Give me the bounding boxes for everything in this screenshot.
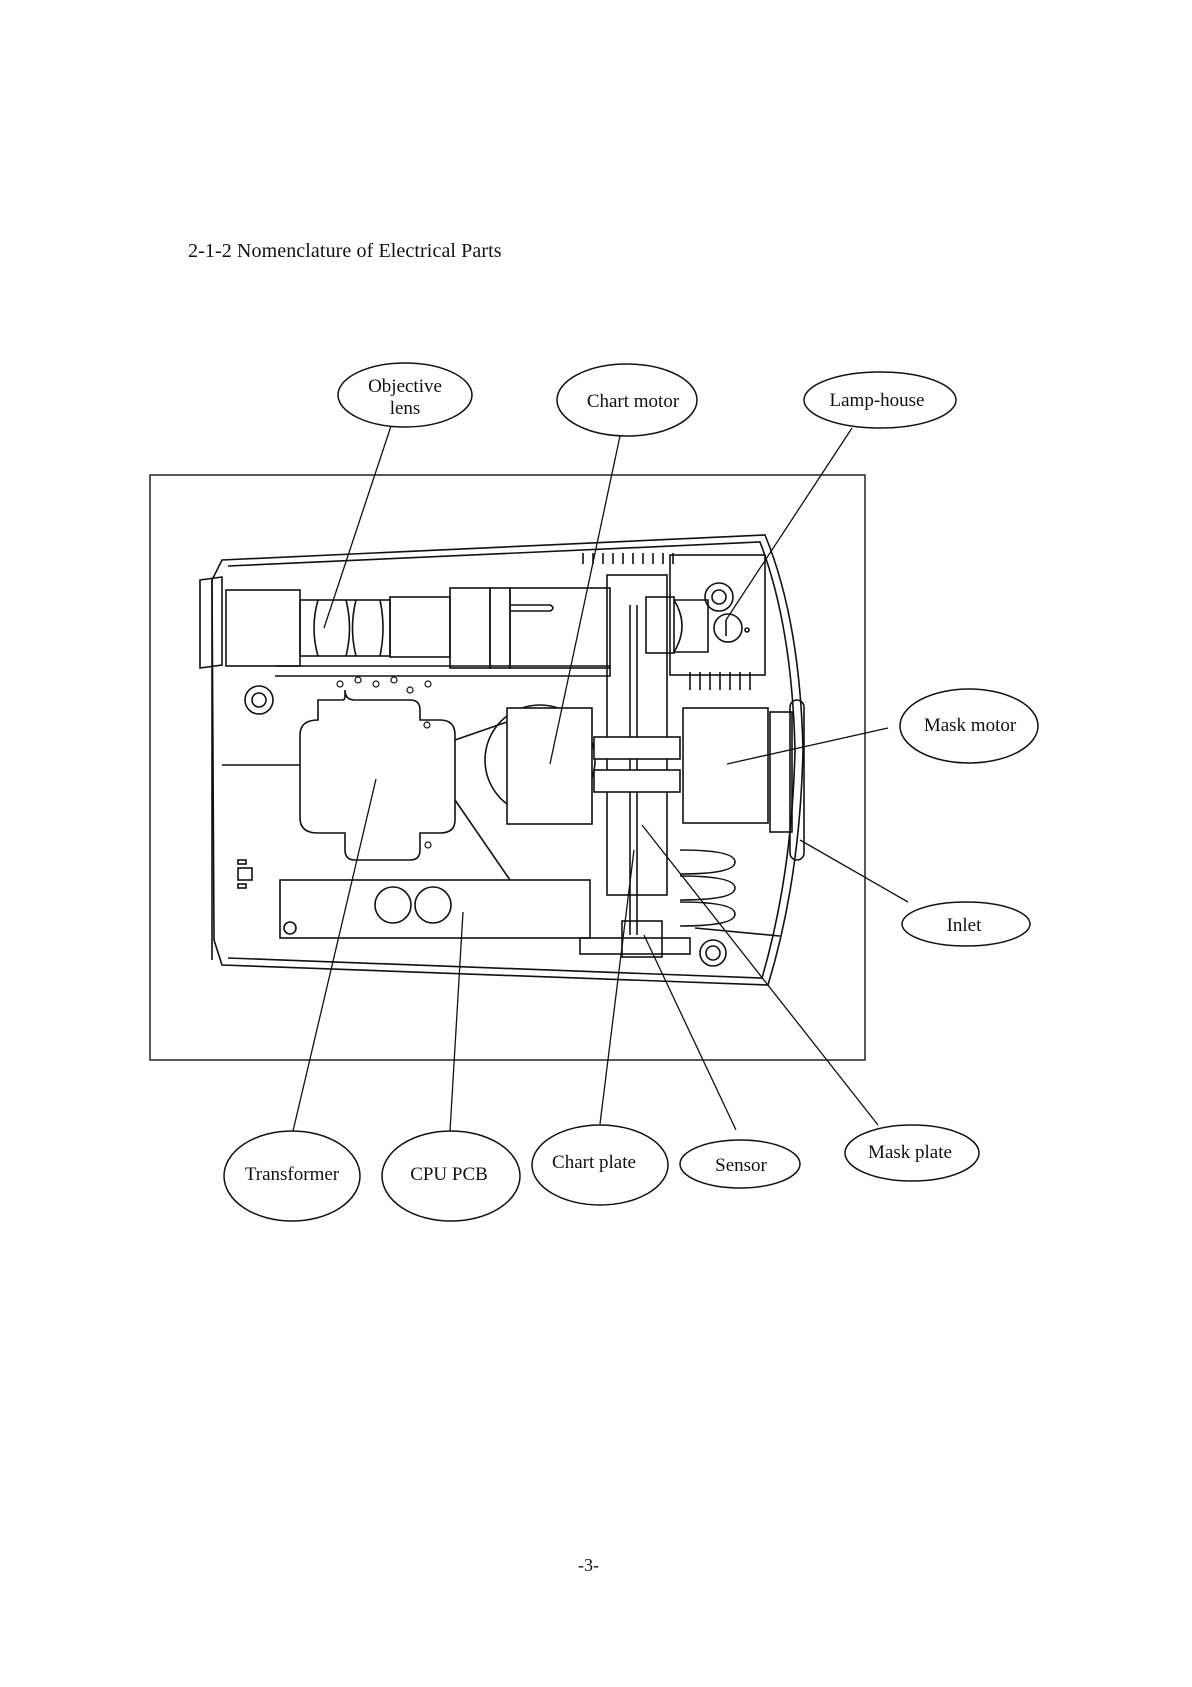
leader-objective-lens: [324, 423, 392, 628]
leader-transformer: [293, 779, 376, 1131]
callout-sensor: Sensor: [680, 1140, 800, 1188]
lamp-house-body: [670, 555, 765, 675]
chart-motor-block: [507, 708, 592, 824]
leader-cpu-pcb: [450, 912, 463, 1131]
callout-lamp-house: Lamp-house: [804, 372, 956, 428]
device-drawing: [200, 535, 804, 985]
plate-clamp-bottom: [594, 770, 680, 792]
callout-mask-motor: Mask motor: [900, 689, 1038, 763]
callout-label: Lamp-house: [830, 390, 925, 411]
leader-mask-motor: [727, 728, 888, 764]
lamp: [714, 614, 742, 642]
callout-label: Chart plate: [552, 1152, 636, 1173]
objective-housing: [226, 590, 300, 666]
mask-motor-block: [683, 708, 768, 823]
cpu-pcb-board: [280, 880, 590, 938]
callout-objective-lens: Objective lens: [338, 363, 472, 427]
callout-label: CPU PCB: [410, 1164, 488, 1185]
callout-cpu-pcb: CPU PCB: [382, 1131, 520, 1221]
callout-mask-plate: Mask plate: [845, 1125, 979, 1181]
page-number: -3-: [578, 1555, 599, 1576]
leader-lamp-house: [726, 428, 852, 620]
plate-clamp-top: [594, 737, 680, 759]
callout-label: Mask motor: [924, 715, 1017, 736]
callout-chart-plate: Chart plate: [532, 1125, 668, 1205]
leader-sensor: [644, 935, 736, 1130]
callout-label: Sensor: [715, 1155, 767, 1176]
callout-chart-motor: Chart motor: [557, 364, 697, 436]
leader-inlet: [800, 840, 908, 902]
leader-chart-plate: [600, 850, 634, 1124]
callout-label: Mask plate: [868, 1142, 952, 1163]
callout-label: Objective: [368, 376, 442, 397]
callout-label: Inlet: [947, 915, 983, 936]
callout-label: Transformer: [245, 1164, 340, 1185]
callout-label: lens: [390, 398, 421, 419]
callout-transformer: Transformer: [224, 1131, 360, 1221]
transformer-body: [300, 690, 455, 860]
callout-label: Chart motor: [587, 391, 680, 412]
callout-inlet: Inlet: [902, 902, 1030, 946]
